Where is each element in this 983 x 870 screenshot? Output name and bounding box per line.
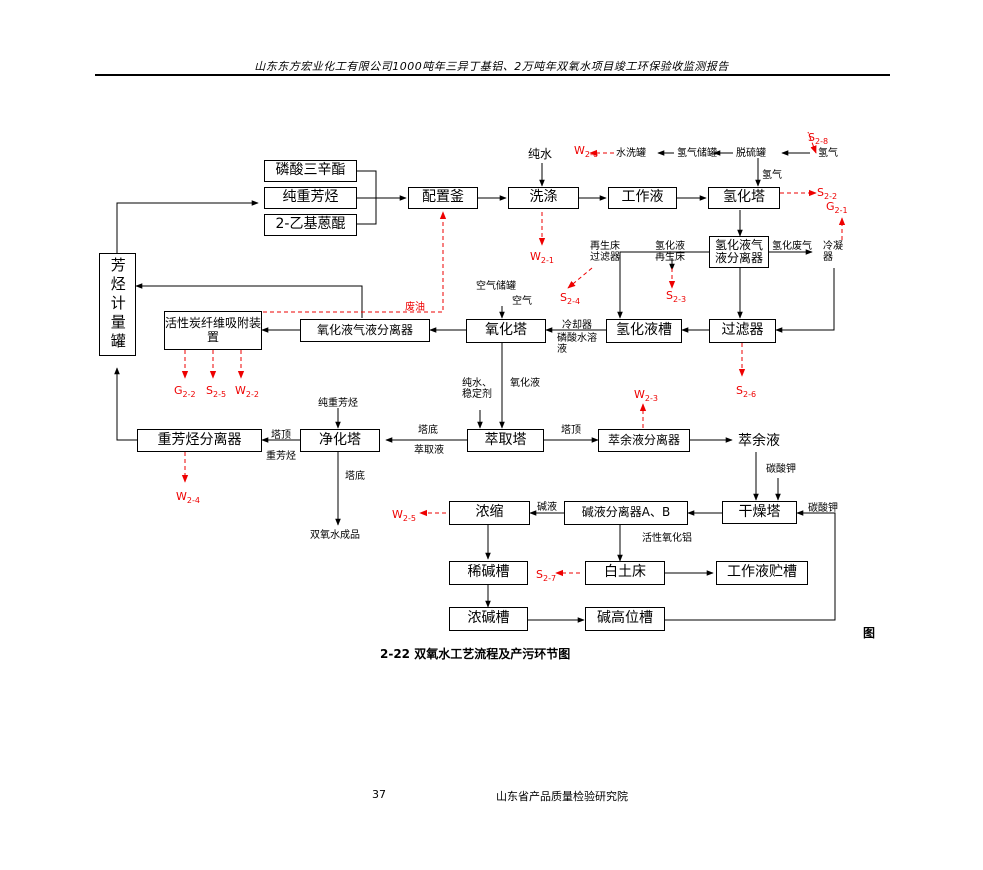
filter-box: 过滤器 [709,319,776,343]
phosphate-ester-box: 磷酸三辛酯 [264,160,357,182]
hydro-regen-bed-label: 氢化液再生床 [655,241,685,263]
working-liquid-box: 工作液 [608,187,677,209]
code-g2-2: G2-2 [174,384,196,400]
code-s2-5: S2-5 [206,384,227,400]
code-s2-3: S2-3 [666,289,687,305]
hydrogen-source-label: 氢气 [818,148,838,159]
hydrogen-storage-label: 氢气储罐 [677,148,717,159]
pure-heavy-aromatics-label: 纯重芳烃 [318,398,358,409]
heavy-aromatics-separator-box: 重芳烃分离器 [137,429,262,452]
extraction-tower-box: 萃取塔 [467,429,544,452]
code-w2-3: W2-3 [634,388,658,404]
code-s2-7: S2-7 [536,568,557,584]
hydrogen-feed-label: 氢气 [762,170,782,181]
code-s2-4: S2-4 [560,291,581,307]
code-w2-5: W2-5 [392,508,416,524]
extract-liquid-label: 萃取液 [414,445,444,456]
page-number: 37 [372,788,386,801]
raffinate-separator-box: 萃余液分离器 [598,429,690,452]
dilute-alkali-tank-box: 稀碱槽 [449,561,528,585]
alkali-liquid-label: 碱液 [537,502,557,513]
concentrated-alkali-tank-box: 浓碱槽 [449,607,528,631]
purification-tower-box: 净化塔 [300,429,380,452]
tower-top-label-1: 塔顶 [271,430,291,441]
code-w2-2: W2-2 [235,384,259,400]
figure-label: 图 [863,626,876,640]
footer-org: 山东省产品质量检验研究院 [496,790,628,803]
pure-water-label: 纯水 [528,147,553,161]
ethylanthraquinone-box: 2-乙基蒽醌 [264,214,357,236]
waste-oil-label: 废油 [405,302,425,313]
report-header: 山东东方宏业化工有限公司1000吨年三异丁基铝、2万吨年双氧水项目竣工环保验收监… [254,60,729,73]
potassium-carbonate-label-1: 碳酸钾 [766,464,796,475]
working-liquid-storage-box: 工作液贮槽 [716,561,808,585]
regen-filter-label: 再生床过滤器 [590,241,620,263]
potassium-carbonate-label-2: 碳酸钾 [808,503,838,514]
washing-box: 洗涤 [508,187,579,209]
desulfurization-tank-label: 脱硫罐 [736,148,766,159]
tower-bottom-label-1: 塔底 [418,425,438,436]
tower-top-label-2: 塔顶 [561,425,581,436]
cooler-label: 冷却器 [562,320,592,331]
concentration-box: 浓缩 [449,501,530,525]
drying-tower-box: 干燥塔 [722,501,797,524]
prep-kettle-box: 配置釜 [408,187,478,209]
phosphoric-solution-label: 磷酸水溶液 [557,333,597,355]
heavy-aromatics-box: 纯重芳烃 [264,187,357,209]
code-g2-1: G2-1 [826,200,848,216]
oxi-gas-liquid-separator-box: 氧化液气液分离器 [300,319,430,342]
oxidation-tower-box: 氧化塔 [466,319,546,343]
water-wash-tank-label: 水洗罐 [616,148,646,159]
figure-caption: 2-22 双氧水工艺流程及产污环节图 [380,647,571,661]
alkali-head-tank-box: 碱高位槽 [585,607,665,631]
hydro-waste-gas-label: 氢化废气 [772,241,812,252]
code-s2-2: S2-2 [817,186,838,202]
heavy-aromatics-out-label: 重芳烃 [266,451,296,462]
header-rule [95,74,890,76]
aromatics-metering-tank-box: 芳烃计量罐 [99,253,136,356]
pure-water-stabilizer-label: 纯水、稳定剂 [462,378,492,400]
oxidized-liquid-label: 氧化液 [510,378,540,389]
clay-bed-box: 白土床 [585,561,665,585]
raffinate-label: 萃余液 [738,433,780,449]
carbon-fiber-adsorption-box: 活性炭纤维吸附装置 [164,311,262,350]
activated-alumina-label: 活性氧化铝 [642,533,692,544]
product-h2o2-label: 双氧水成品 [310,530,360,541]
code-w2-1: W2-1 [530,250,554,266]
alkali-separator-box: 碱液分离器A、B [564,501,688,525]
tower-bottom-label-2: 塔底 [345,471,365,482]
code-s2-8: S2-8 [808,131,829,147]
code-w2-6: W2-6 [574,144,598,160]
condenser-label: 冷凝器 [823,241,843,263]
air-label: 空气 [512,296,532,307]
air-tank-label: 空气储罐 [476,281,516,292]
code-w2-4: W2-4 [176,490,200,506]
hydrogenation-tower-box: 氢化塔 [708,187,780,209]
hydro-gas-liquid-separator-box: 氢化液气液分离器 [709,236,769,268]
hydro-liquid-tank-box: 氢化液槽 [606,319,682,343]
code-s2-6: S2-6 [736,384,757,400]
